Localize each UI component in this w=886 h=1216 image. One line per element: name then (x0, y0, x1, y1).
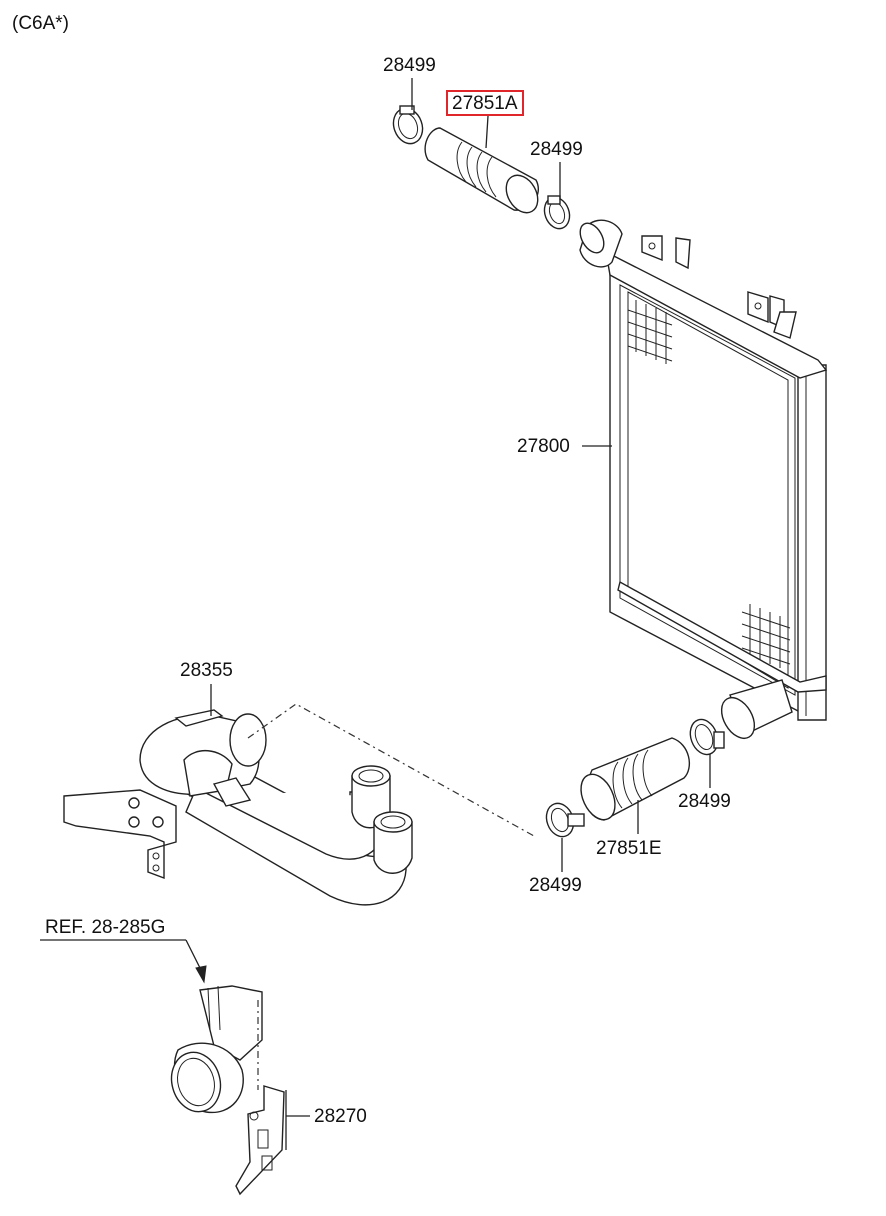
part-label-hose-upper[interactable]: 27851A (446, 90, 524, 116)
part-label-hose-lower[interactable]: 27851E (596, 838, 662, 859)
part-label-intercooler[interactable]: 27800 (517, 436, 570, 457)
lower-hose-drawing (580, 737, 691, 821)
clamp-drawings (392, 105, 725, 838)
part-label-clamp-lower-right[interactable]: 28499 (678, 791, 731, 812)
bracket-drawing (170, 985, 285, 1196)
leader-lines (40, 78, 711, 1150)
link-line (247, 703, 535, 837)
part-label-pipe-assembly[interactable]: 28355 (180, 660, 233, 681)
variant-code: (C6A*) (12, 13, 70, 34)
pipe-assembly-drawing (63, 709, 413, 906)
upper-hose-drawing (424, 127, 539, 214)
part-label-bracket[interactable]: 28270 (314, 1106, 367, 1127)
part-label-clamp-top[interactable]: 28499 (383, 55, 436, 76)
part-label-clamp-upper-right[interactable]: 28499 (530, 139, 583, 160)
intercooler-drawing (579, 219, 828, 739)
part-label-clamp-lower-left[interactable]: 28499 (529, 875, 582, 896)
reference-label[interactable]: REF. 28-285G (45, 917, 166, 938)
